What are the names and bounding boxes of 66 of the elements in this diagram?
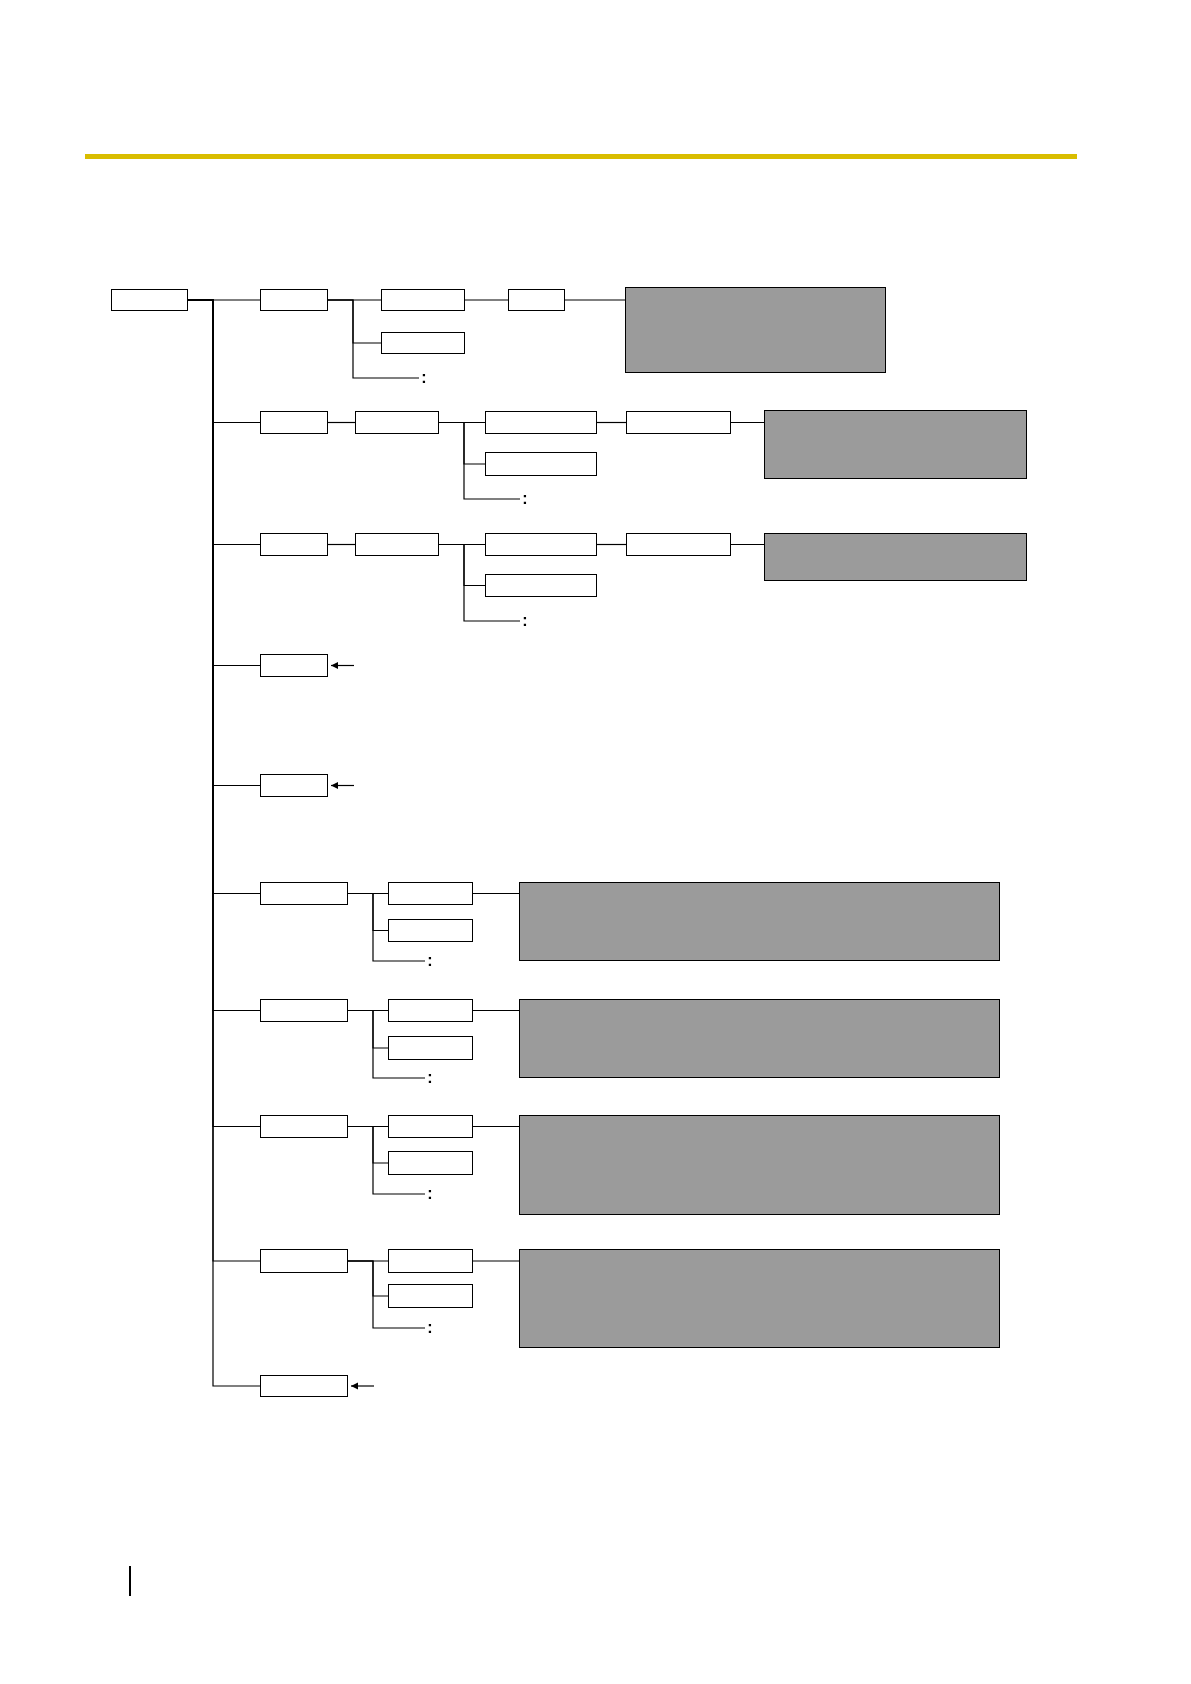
connector-line bbox=[327, 421, 356, 424]
continuation-mark: : bbox=[425, 1185, 435, 1203]
empty-box bbox=[388, 1036, 473, 1060]
connector-line bbox=[438, 543, 521, 622]
empty-box bbox=[260, 411, 328, 434]
shaded-panel bbox=[764, 533, 1027, 581]
connector-line bbox=[472, 1260, 520, 1262]
shaded-panel bbox=[519, 999, 1000, 1078]
connector-line bbox=[596, 421, 627, 424]
empty-box bbox=[388, 999, 473, 1022]
empty-box bbox=[260, 1249, 348, 1273]
empty-box bbox=[388, 1151, 473, 1175]
empty-box bbox=[260, 533, 328, 556]
connector-line bbox=[347, 1009, 426, 1079]
connector-line bbox=[472, 892, 520, 895]
arrow bbox=[330, 782, 355, 789]
empty-box bbox=[388, 1249, 473, 1273]
empty-box bbox=[260, 289, 328, 311]
empty-box bbox=[260, 654, 328, 677]
continuation-mark: : bbox=[520, 612, 530, 630]
empty-box bbox=[485, 574, 597, 597]
empty-box bbox=[388, 1284, 473, 1308]
empty-box bbox=[485, 452, 597, 476]
empty-box bbox=[388, 882, 473, 905]
connector-line bbox=[347, 1260, 426, 1329]
connector-line bbox=[347, 892, 426, 962]
connector-line bbox=[347, 1125, 426, 1195]
empty-box bbox=[381, 289, 465, 311]
connector-line bbox=[438, 421, 521, 500]
empty-box bbox=[388, 919, 473, 942]
empty-box bbox=[508, 289, 565, 311]
shaded-panel bbox=[764, 410, 1027, 479]
continuation-mark: : bbox=[425, 1319, 435, 1337]
empty-box bbox=[260, 999, 348, 1022]
connector-line bbox=[730, 543, 765, 546]
empty-box bbox=[485, 411, 597, 434]
connector-line bbox=[327, 543, 356, 546]
shaded-panel bbox=[625, 287, 886, 373]
connector-line bbox=[730, 421, 765, 424]
connector-line bbox=[472, 1009, 520, 1012]
shaded-panel bbox=[519, 1249, 1000, 1348]
empty-box bbox=[388, 1115, 473, 1138]
empty-box bbox=[260, 774, 328, 797]
empty-box bbox=[111, 289, 188, 311]
connector-line bbox=[327, 299, 420, 379]
connector-line bbox=[596, 543, 627, 546]
empty-box bbox=[485, 533, 597, 556]
empty-box bbox=[260, 1115, 348, 1138]
shaded-panel bbox=[519, 882, 1000, 961]
empty-box bbox=[260, 882, 348, 905]
empty-box bbox=[355, 533, 439, 556]
connector-line bbox=[472, 1125, 520, 1128]
empty-box bbox=[626, 411, 731, 434]
arrow bbox=[350, 1382, 375, 1390]
empty-box bbox=[381, 332, 465, 354]
empty-box bbox=[260, 1375, 348, 1397]
shaded-panel bbox=[519, 1115, 1000, 1215]
continuation-mark: : bbox=[520, 490, 530, 508]
empty-box bbox=[355, 411, 439, 434]
continuation-mark: : bbox=[419, 369, 429, 387]
connector-line bbox=[564, 299, 626, 301]
continuation-mark: : bbox=[425, 952, 435, 970]
continuation-mark: : bbox=[425, 1069, 435, 1087]
arrow bbox=[330, 662, 355, 669]
empty-box bbox=[626, 533, 731, 556]
connector-line bbox=[464, 299, 509, 301]
